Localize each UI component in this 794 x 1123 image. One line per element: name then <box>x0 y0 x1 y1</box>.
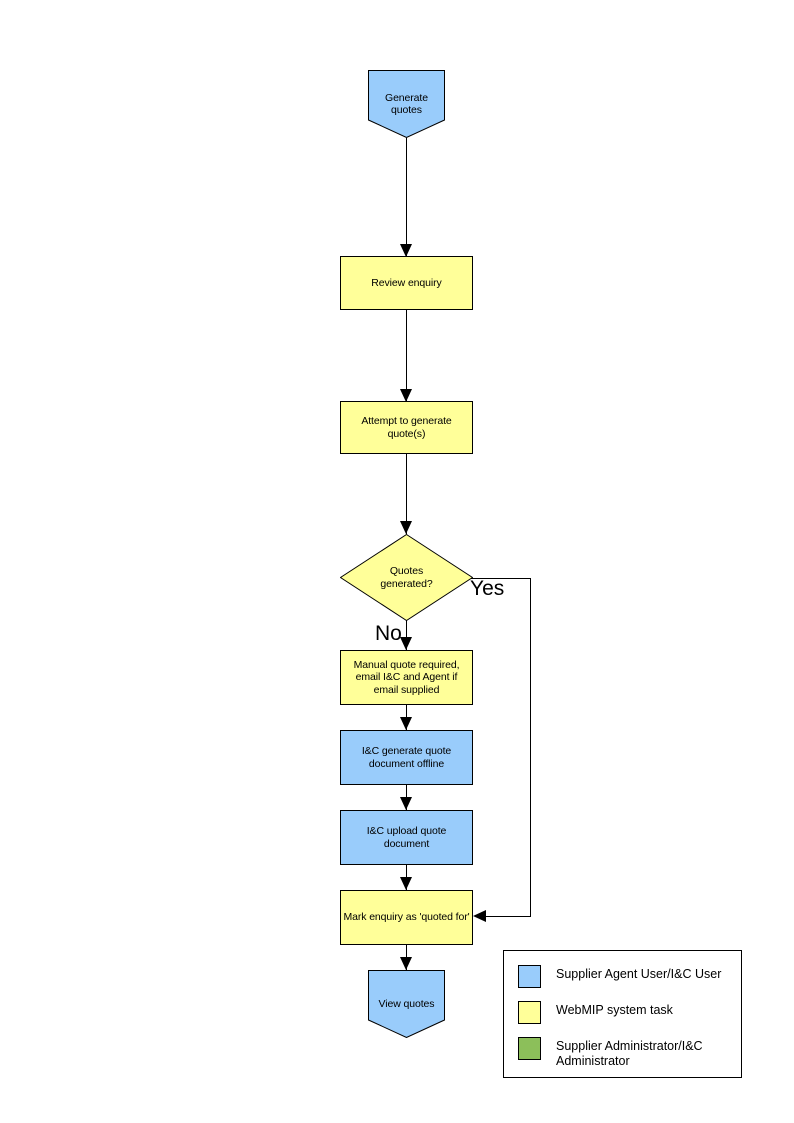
arrowhead-review-enquiry <box>400 244 412 257</box>
arrowhead-view-quotes <box>400 957 412 970</box>
node-label-manual-quote-required: Manual quote required, email I&C and Age… <box>353 658 460 696</box>
legend-label-supplier-agent-user: Supplier Agent User/I&C User <box>556 967 722 981</box>
connector-yes-branch-vertical <box>530 578 531 917</box>
legend-panel: Supplier Agent User/I&C User WebMIP syst… <box>503 950 742 1078</box>
branch-label-no: No <box>375 622 402 645</box>
node-label-quotes-generated: Quotes generated? <box>380 565 433 590</box>
node-label-mark-enquiry-quoted-for: Mark enquiry as 'quoted for' <box>343 911 470 924</box>
legend-swatch-green <box>518 1037 541 1060</box>
node-label-view-quotes: View quotes <box>378 997 435 1010</box>
legend-swatch-yellow <box>518 1001 541 1024</box>
connector-yes-branch-horizontal-bottom <box>485 916 531 917</box>
diamond-shape <box>340 534 473 621</box>
node-label-ic-generate-quote-document: I&C generate quote document offline <box>361 745 452 770</box>
node-label-ic-upload-quote-document: I&C upload quote document <box>366 825 447 850</box>
node-label-attempt-generate-quote: Attempt to generate quote(s) <box>361 415 452 440</box>
node-quotes-generated-decision[interactable]: Quotes generated? <box>340 534 473 621</box>
arrowhead-manual-quote <box>400 637 412 650</box>
node-manual-quote-required[interactable]: Manual quote required, email I&C and Age… <box>340 650 473 705</box>
node-view-quotes[interactable]: View quotes <box>368 970 445 1038</box>
legend-label-webmip-system-task: WebMIP system task <box>556 1003 673 1017</box>
node-review-enquiry[interactable]: Review enquiry <box>340 256 473 310</box>
connector-attempt-to-decision <box>406 454 407 534</box>
connector-yes-branch-horizontal-top <box>464 578 531 579</box>
node-generate-quotes[interactable]: Generate quotes <box>368 70 445 138</box>
node-ic-upload-quote-document[interactable]: I&C upload quote document <box>340 810 473 865</box>
legend-item-supplier-administrator: Supplier Administrator/I&C Administrator <box>518 1037 703 1068</box>
arrowhead-ic-upload-quote <box>400 797 412 810</box>
connector-generate-to-review <box>406 138 407 256</box>
legend-label-supplier-administrator: Supplier Administrator/I&C Administrator <box>556 1039 703 1068</box>
connector-review-to-attempt <box>406 310 407 402</box>
node-ic-generate-quote-document[interactable]: I&C generate quote document offline <box>340 730 473 785</box>
branch-label-yes: Yes <box>470 577 505 600</box>
pentagon-shape <box>368 70 445 138</box>
pentagon-shape <box>368 970 445 1038</box>
arrowhead-attempt-generate <box>400 389 412 402</box>
arrowhead-yes-into-mark-enquiry <box>473 910 486 922</box>
arrowhead-mark-enquiry <box>400 877 412 890</box>
node-mark-enquiry-quoted-for[interactable]: Mark enquiry as 'quoted for' <box>340 890 473 945</box>
connector-no-branch <box>406 620 407 652</box>
arrowhead-decision <box>400 521 412 534</box>
node-label-review-enquiry: Review enquiry <box>371 276 442 289</box>
node-label-generate-quotes: Generate quotes <box>385 91 428 117</box>
arrowhead-ic-generate-quote <box>400 717 412 730</box>
legend-swatch-blue <box>518 965 541 988</box>
legend-item-webmip-system-task: WebMIP system task <box>518 1001 673 1024</box>
legend-item-supplier-agent-user: Supplier Agent User/I&C User <box>518 965 721 988</box>
node-attempt-generate-quote[interactable]: Attempt to generate quote(s) <box>340 401 473 454</box>
